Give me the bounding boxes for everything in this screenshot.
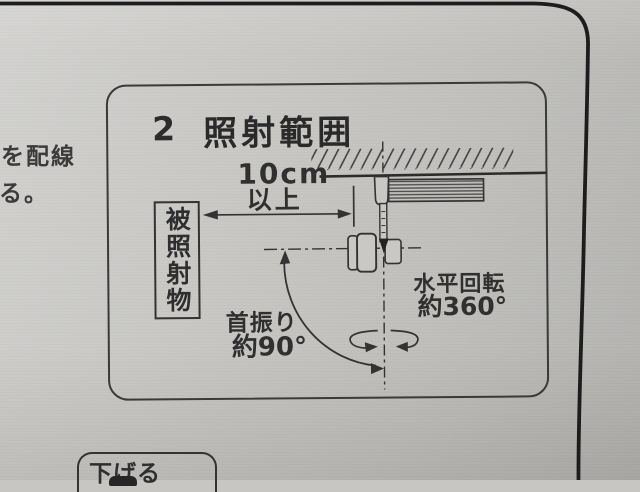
margin-text-line: る。 (0, 174, 49, 208)
margin-text-line: を配線 (1, 137, 76, 171)
rotation-angle-label: 約360° (417, 294, 507, 321)
illuminated-object-label: 被照射物 (164, 206, 190, 314)
spotlight-head (348, 233, 401, 271)
illuminated-object-box: 被照射物 (154, 201, 201, 319)
ceiling-hatch (311, 147, 546, 176)
manual-page-photo: を配線 る。 2 照射範囲 (0, 0, 640, 480)
clearance-qualifier-label: 以上 (247, 187, 303, 214)
swing-angle-label: 約90° (232, 334, 307, 362)
track-adapter (374, 177, 388, 205)
partial-graphic (109, 476, 137, 486)
irradiation-range-panel: 2 照射範囲 (106, 81, 549, 400)
lighting-track (389, 179, 484, 202)
lower-action-box: 下げる (77, 452, 217, 492)
page-content: を配線 る。 2 照射範囲 (0, 0, 640, 480)
